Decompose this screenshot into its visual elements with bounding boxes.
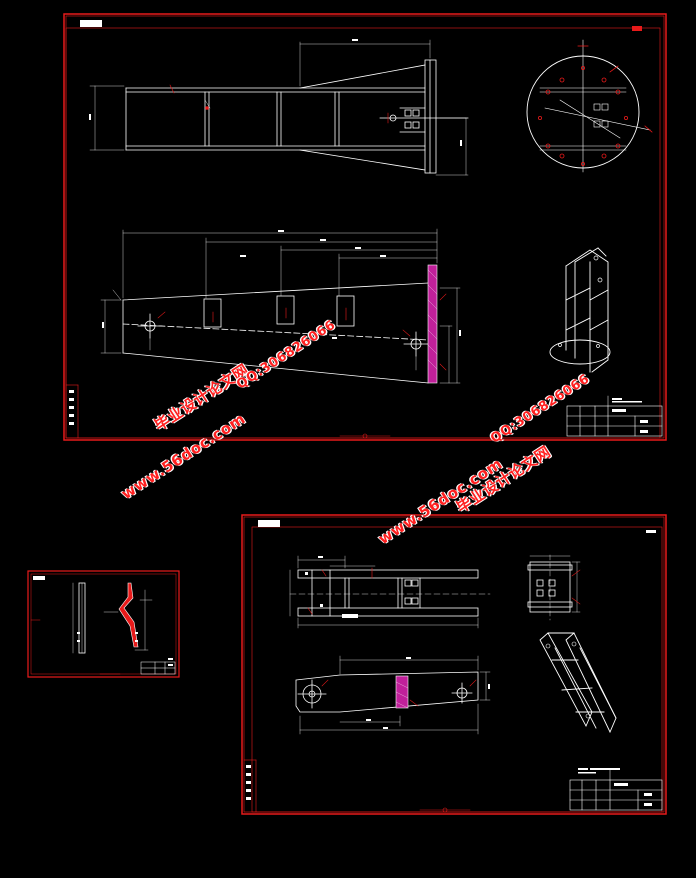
sheet-3 <box>241 514 667 815</box>
sheet-2 <box>27 570 180 678</box>
sheet-1 <box>63 13 667 441</box>
